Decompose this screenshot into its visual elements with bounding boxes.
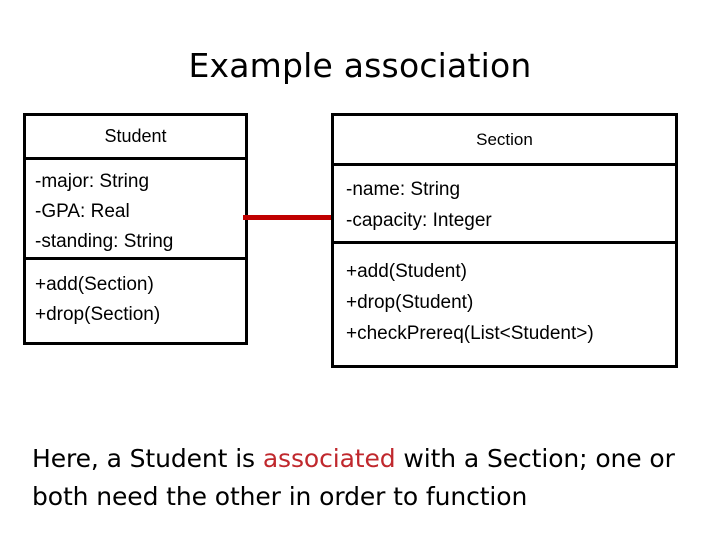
uml-attributes-section: -name: String -capacity: Integer [334, 163, 675, 241]
uml-operations-student: +add(Section) +drop(Section) [26, 257, 245, 342]
uml-operation: +add(Section) [35, 274, 154, 295]
uml-class-name-section: Section [476, 130, 533, 149]
caption-after: with a Section; one or both need the oth… [32, 444, 675, 511]
uml-attribute: -standing: String [35, 231, 174, 252]
uml-operation: +drop(Section) [35, 304, 161, 325]
uml-class-student[interactable]: Student -major: String -GPA: Real -stand… [23, 113, 248, 345]
page-title: Example association [188, 46, 532, 85]
caption-highlight: associated [262, 444, 396, 473]
uml-operations-section: +add(Student) +drop(Student) +checkPrere… [334, 241, 675, 365]
uml-class-name-student: Student [104, 126, 167, 146]
uml-class-section[interactable]: Section -name: String -capacity: Integer… [331, 113, 678, 368]
uml-attribute: -name: String [346, 179, 461, 200]
uml-attribute: -GPA: Real [35, 201, 130, 222]
caption-before: Here, a Student is [32, 444, 263, 473]
uml-operation: +drop(Student) [346, 292, 474, 313]
caption-text: Here, a Student is associated with a Sec… [32, 440, 692, 516]
uml-operation: +add(Student) [346, 261, 467, 282]
association-line [243, 215, 335, 220]
uml-attribute: -major: String [35, 171, 150, 192]
uml-attributes-student: -major: String -GPA: Real -standing: Str… [26, 157, 245, 257]
uml-operation: +checkPrereq(List<Student>) [346, 323, 594, 344]
uml-attribute: -capacity: Integer [346, 210, 492, 231]
